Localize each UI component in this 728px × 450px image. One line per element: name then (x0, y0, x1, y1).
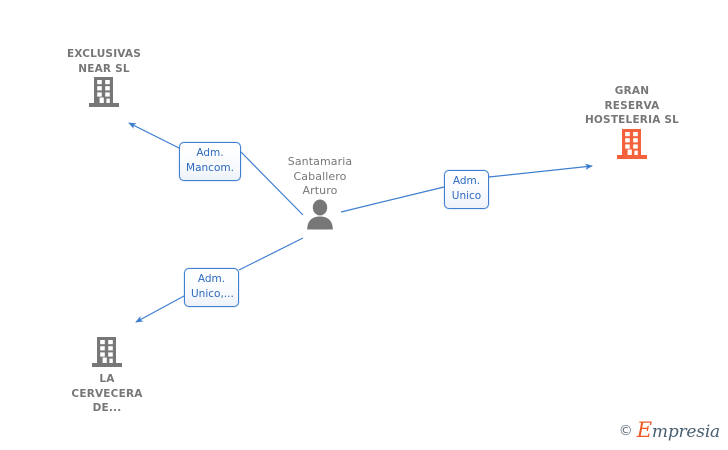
node-label-la-cervecera-de: LA CERVECERA DE... (71, 373, 143, 414)
building-icon[interactable] (562, 128, 702, 164)
graph-node-santamaria-caballero-arturo[interactable]: Santamaria Caballero Arturo (250, 154, 390, 234)
building-icon[interactable] (34, 76, 174, 112)
graph-node-exclusivas-near-sl[interactable]: EXCLUSIVAS NEAR SL (34, 46, 174, 112)
copyright-icon: © (618, 423, 633, 439)
node-label-gran-reserva-hosteleria-sl: GRAN RESERVA HOSTELERIA SL (584, 85, 680, 126)
empresia-logo: Empresia (636, 418, 720, 442)
edge-label-adm-unico[interactable]: Adm. Unico (444, 170, 489, 209)
edge-la-cervecera-de[interactable] (135, 237, 304, 323)
empresia-logo-text: mpresia (651, 422, 720, 442)
edge-exclusivas-near-sl[interactable] (128, 122, 304, 216)
node-label-exclusivas-near-sl: EXCLUSIVAS NEAR SL (66, 48, 141, 75)
empresia-logo-initial: E (636, 418, 652, 442)
graph-node-la-cervecera-de[interactable]: LA CERVECERA DE... (37, 334, 177, 416)
node-label-santamaria-caballero-arturo: Santamaria Caballero Arturo (287, 155, 353, 197)
empresia-watermark: © Empresia (618, 418, 720, 442)
edge-label-adm-mancom[interactable]: Adm. Mancom. (179, 142, 241, 181)
graph-node-gran-reserva-hosteleria-sl[interactable]: GRAN RESERVA HOSTELERIA SL (562, 83, 702, 164)
edge-label-adm-unico-mas[interactable]: Adm. Unico,... (184, 268, 239, 307)
person-icon[interactable] (250, 199, 390, 234)
building-icon[interactable] (37, 336, 177, 372)
edge-gran-reserva-hosteleria-sl[interactable] (340, 163, 593, 213)
